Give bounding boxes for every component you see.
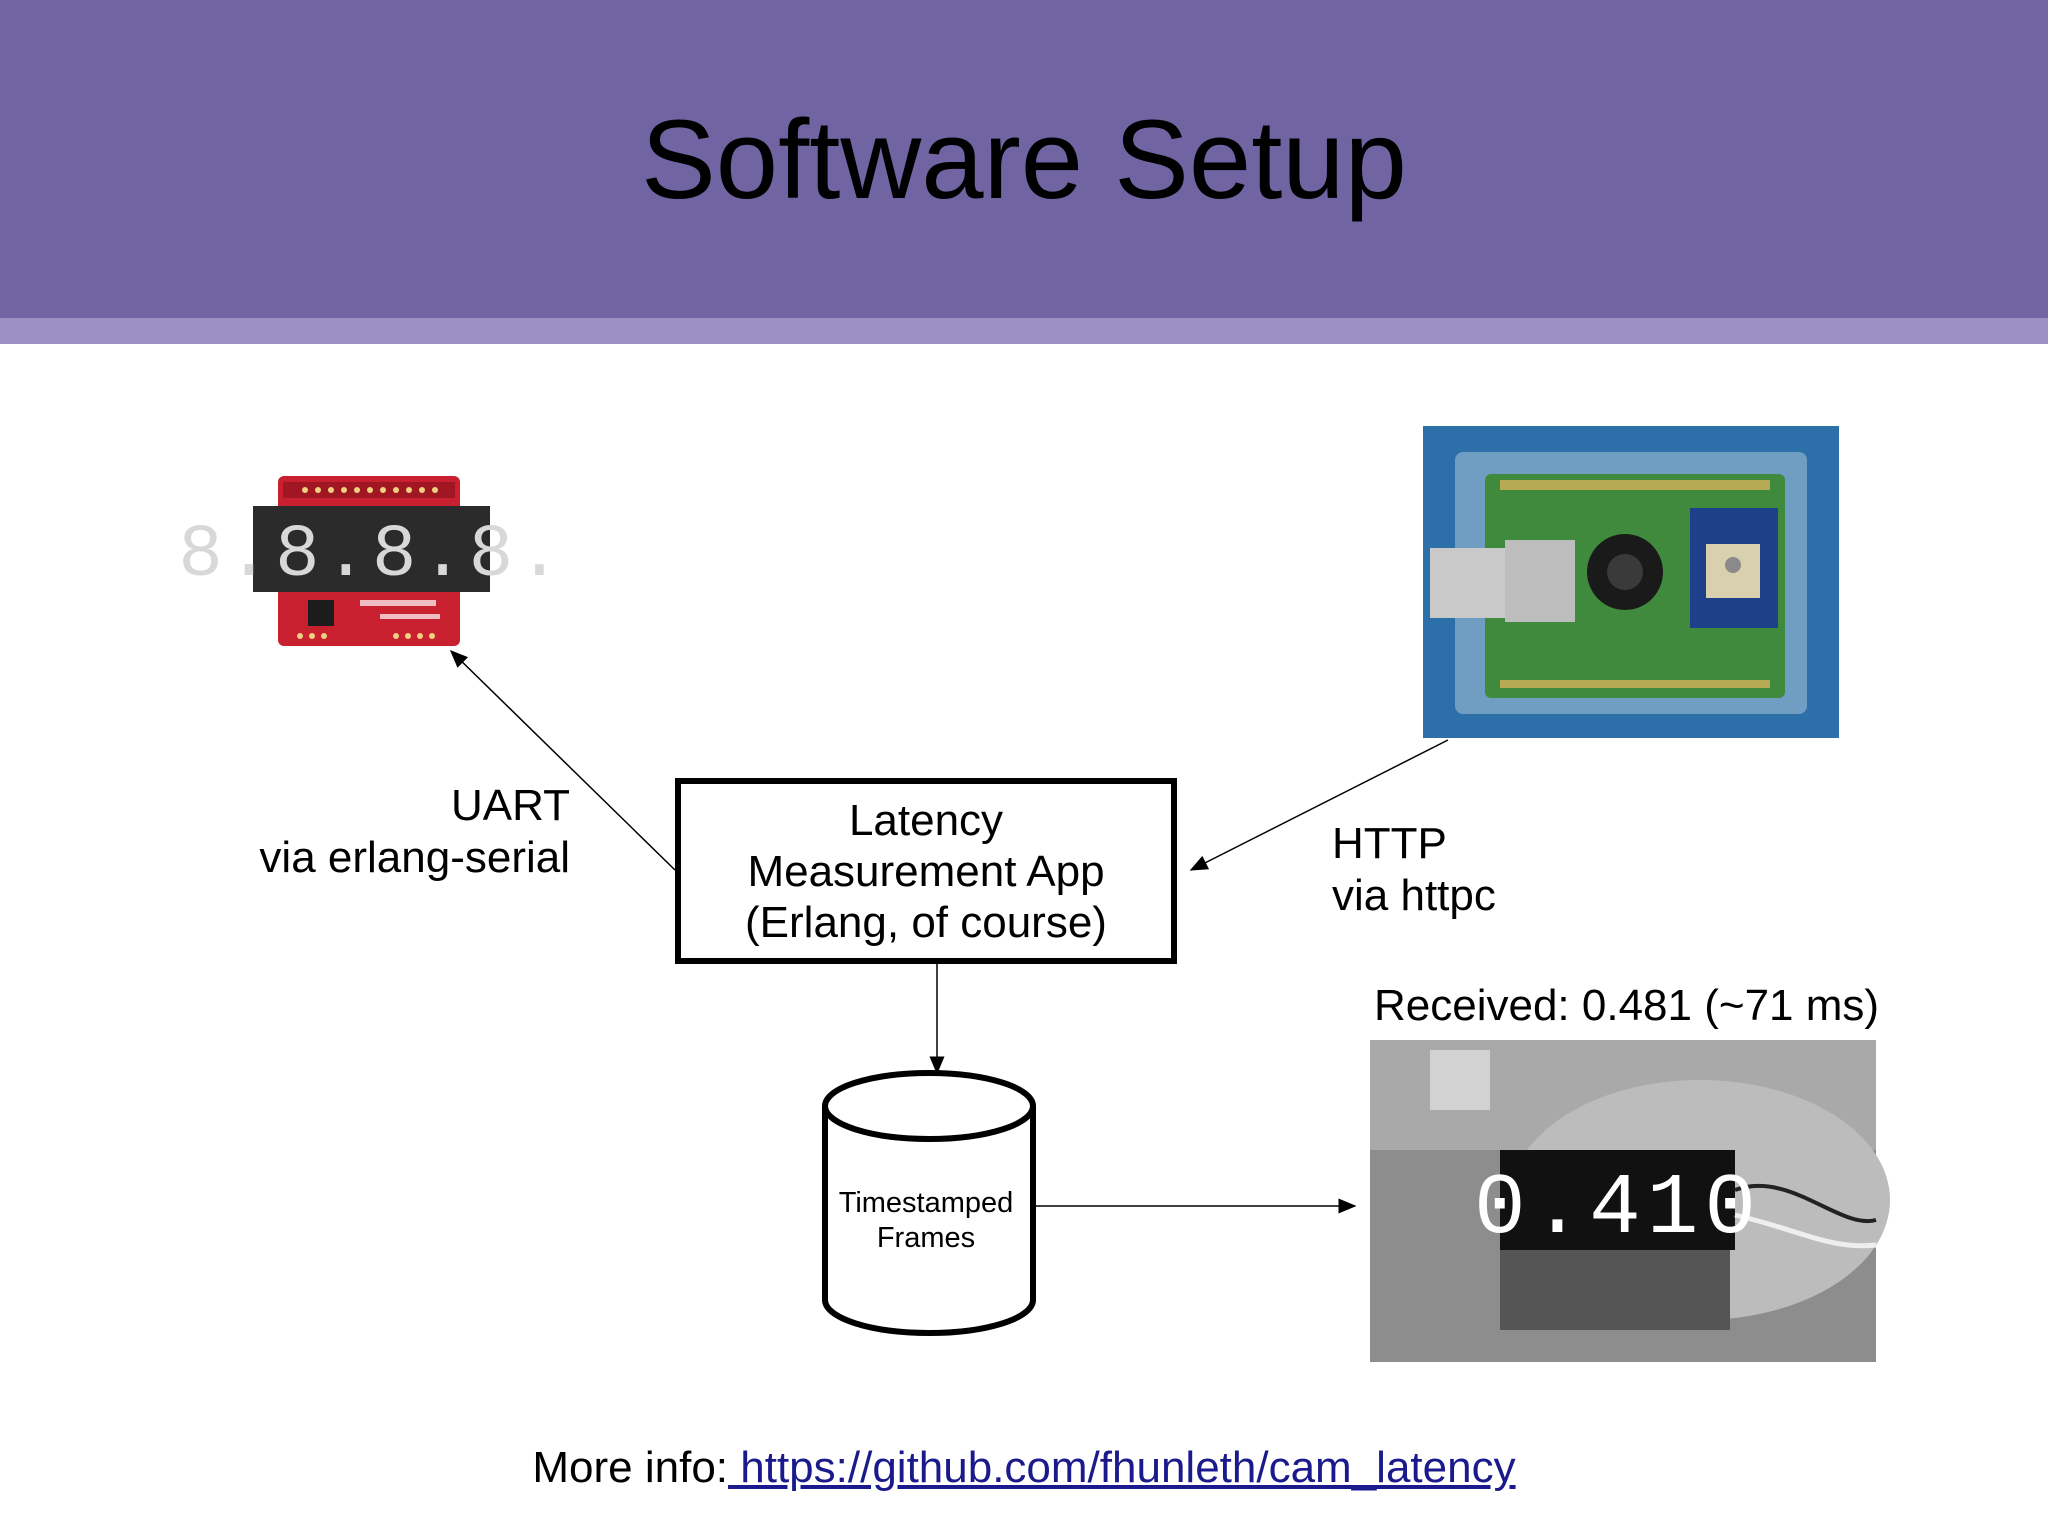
seven-segment-shield-photo-icon bbox=[253, 476, 490, 646]
http-arrow bbox=[1189, 739, 1449, 871]
more-info-link[interactable]: https://github.com/fhunleth/cam_latency bbox=[728, 1443, 1516, 1492]
uart-label-line-1: UART bbox=[451, 781, 570, 830]
shield-display-digits: 8.8.8.8. bbox=[178, 514, 565, 598]
slide-title: Software Setup bbox=[641, 96, 1407, 222]
uart-label: UART via erlang-serial bbox=[150, 780, 570, 884]
footer: More info: https://github.com/fhunleth/c… bbox=[0, 1440, 2048, 1496]
database-cylinder-icon bbox=[822, 1070, 1036, 1336]
http-label-line-2: via httpc bbox=[1332, 871, 1496, 920]
database-label-line-1: Timestamped bbox=[838, 1187, 1014, 1219]
camera-board-photo-icon bbox=[1423, 426, 1839, 738]
received-label: Received: 0.481 (~71 ms) bbox=[1374, 981, 1880, 1030]
camera-frame-digits: 0.410 bbox=[1474, 1160, 1762, 1258]
header-bar bbox=[0, 0, 2048, 318]
uart-arrow bbox=[449, 649, 676, 871]
app-box-line-3: (Erlang, of course) bbox=[745, 897, 1107, 947]
latency-app-box: Latency Measurement App (Erlang, of cour… bbox=[675, 778, 1177, 964]
app-box-line-1: Latency bbox=[848, 795, 1004, 845]
uart-label-line-2: via erlang-serial bbox=[259, 833, 570, 882]
database-label-line-2: Frames bbox=[876, 1222, 976, 1254]
app-box-line-2: Measurement App bbox=[747, 846, 1105, 896]
http-label: HTTP via httpc bbox=[1332, 818, 1496, 922]
http-label-line-1: HTTP bbox=[1332, 819, 1447, 868]
camera-frame-photo-icon bbox=[1370, 1040, 1890, 1362]
database-label: Timestamped Frames bbox=[820, 1186, 1032, 1256]
header-stripe bbox=[0, 318, 2048, 344]
footer-prefix: More info: bbox=[532, 1443, 729, 1492]
